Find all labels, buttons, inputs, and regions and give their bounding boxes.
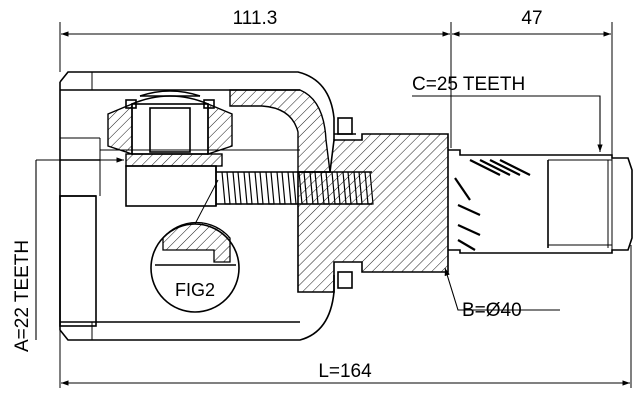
spring-tooth (254, 171, 264, 205)
spring-tooth (265, 171, 275, 205)
spring-tooth (221, 171, 231, 205)
dim-left-value: 111.3 (233, 8, 278, 29)
outer-housing (59, 71, 335, 341)
spring-tooth (364, 171, 374, 205)
tripod-roller (107, 90, 233, 155)
spline-helix-line (469, 159, 501, 176)
spring-tooth (276, 171, 286, 205)
fig2-detail (150, 179, 240, 313)
fig2-label: FIG2 (175, 280, 215, 300)
shaft-diameter-label: B=Ø40 (462, 300, 522, 321)
inner-spline-label: A=22 TEETH (12, 240, 33, 352)
spline-helix-line (499, 159, 531, 176)
spring-tooth (309, 171, 319, 205)
spring-tooth (232, 171, 242, 205)
spring-teeth (216, 171, 374, 205)
dim-length-value: L=164 (318, 361, 372, 382)
spring-tooth (331, 171, 341, 205)
spline-helix-line (489, 159, 521, 176)
output-stub-shaft (448, 149, 633, 254)
spring-tooth (243, 171, 253, 205)
spline-helix-line (457, 223, 481, 237)
spline-helix-line (457, 203, 481, 217)
spline-helix-line (457, 239, 476, 251)
leader-lines (35, 95, 603, 340)
spring-tooth (342, 171, 352, 205)
spring-tooth (287, 171, 297, 205)
spring-tooth (320, 171, 330, 205)
spline-helix-line (454, 177, 471, 201)
housing-wall-section (229, 89, 331, 173)
dim-right-value: 47 (521, 8, 542, 29)
spline-helix-line (479, 159, 511, 176)
outer-spline-label: C=25 TEETH (412, 74, 525, 95)
dimension-lines (59, 22, 632, 388)
inner-shaft (100, 149, 300, 207)
spring-tooth (298, 171, 308, 205)
spring-tooth (353, 171, 363, 205)
